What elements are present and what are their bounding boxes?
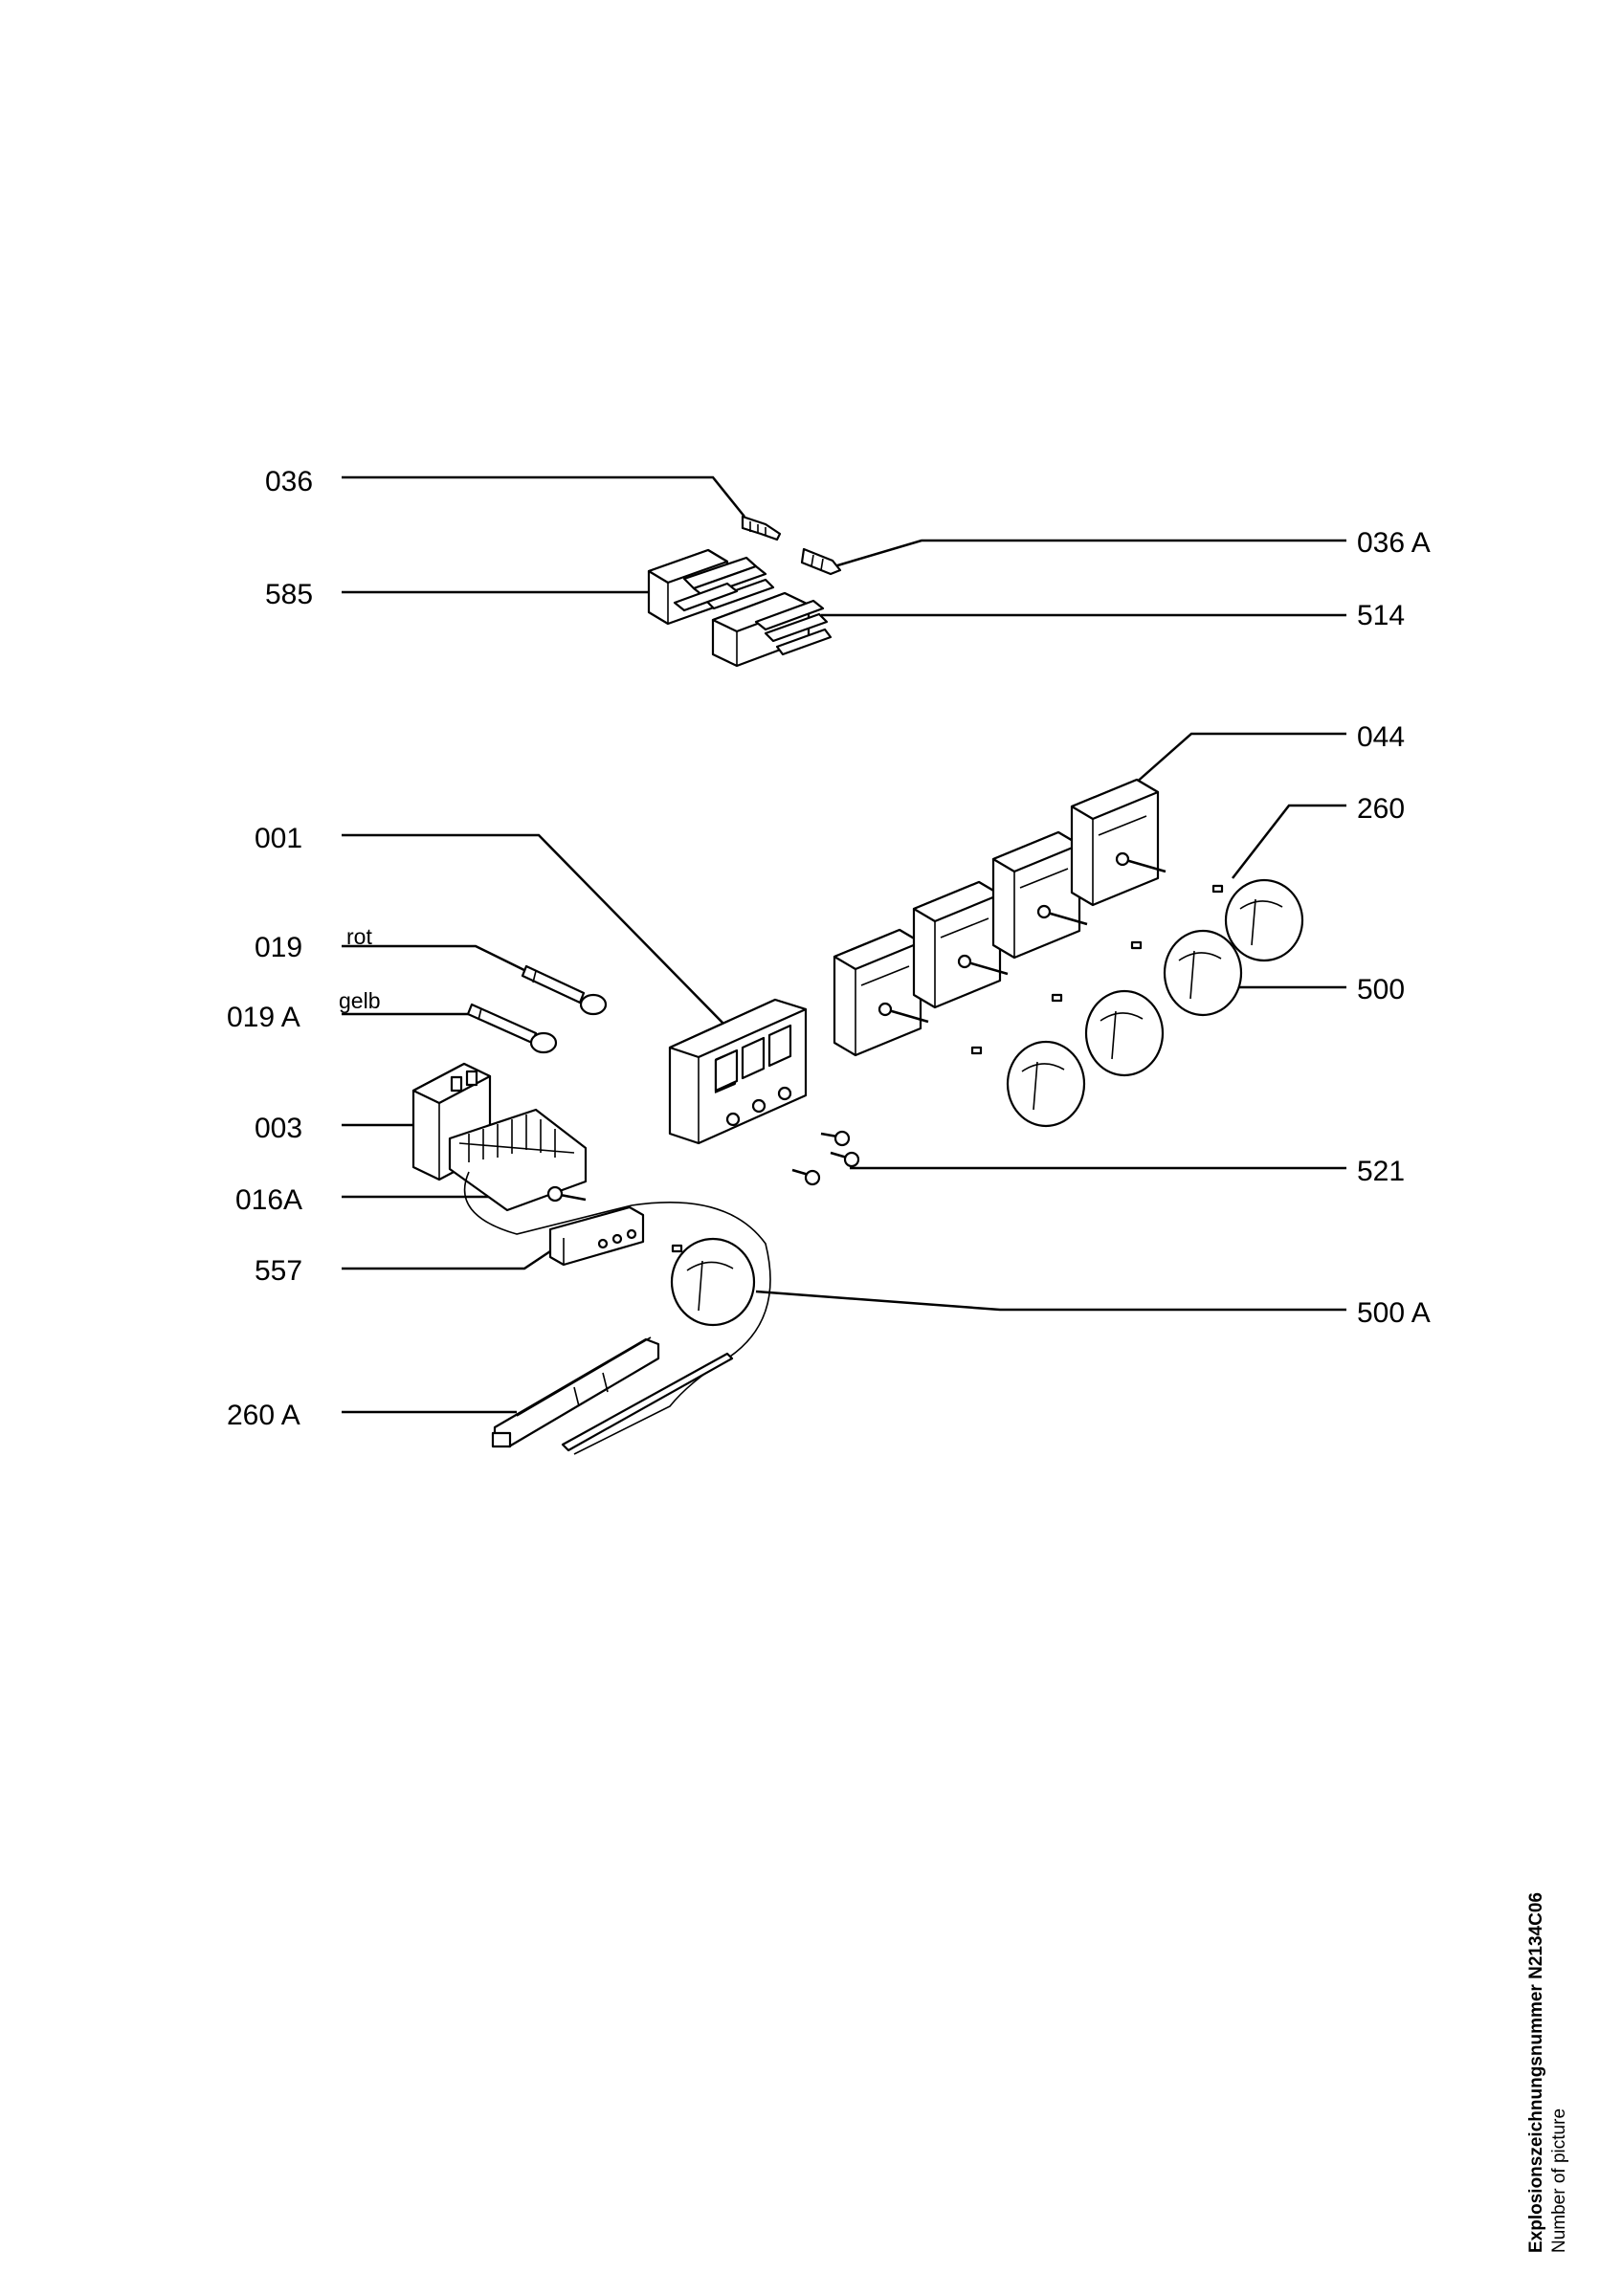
leader-557: [342, 1249, 551, 1270]
leader-500a: [755, 1290, 1346, 1312]
leader-036: [342, 475, 745, 518]
callout-003: 003: [255, 1113, 302, 1144]
regulator-1: [833, 928, 929, 1057]
regulator-3: [991, 830, 1088, 960]
callout-019a: 019 A: [227, 1002, 300, 1033]
part-036-terminal: [741, 515, 782, 541]
callout-557: 557: [255, 1255, 302, 1287]
caption-subtitle: Number of picture: [1549, 2108, 1569, 2253]
callout-labels: 036 036 A 585 514 044 260 001 019 rot 01…: [227, 466, 1431, 1431]
callout-514: 514: [1357, 600, 1405, 631]
part-514-connector: [711, 591, 833, 668]
callout-521: 521: [1357, 1156, 1405, 1187]
part-036a-terminal: [800, 547, 842, 576]
part-500a-knob: [670, 1237, 756, 1327]
callout-019: 019: [255, 932, 302, 963]
callout-019-note: rot: [346, 924, 372, 949]
knob-4: [1224, 878, 1304, 962]
leader-036a: [833, 539, 1346, 568]
callout-001: 001: [255, 823, 302, 854]
callout-036a: 036 A: [1357, 527, 1431, 559]
part-019-lamp-red: [521, 964, 608, 1016]
display-digits: [714, 1024, 792, 1093]
part-585-connector: [647, 548, 775, 626]
part-260-clips: [671, 884, 1224, 1253]
caption-title: Explosionszeichnungsnummer N2134C06: [1526, 1892, 1546, 2253]
callout-260: 260: [1357, 793, 1405, 825]
part-016a-switch: [448, 1108, 588, 1212]
callout-036: 036: [265, 466, 313, 497]
leader-260: [1232, 804, 1346, 879]
callout-016a: 016A: [235, 1184, 302, 1216]
callout-500: 500: [1357, 974, 1405, 1005]
leader-001: [342, 833, 726, 1027]
part-001-display: [668, 998, 808, 1145]
part-019a-lamp-yellow: [466, 1003, 558, 1054]
callout-044: 044: [1357, 721, 1405, 753]
leader-044: [1133, 732, 1346, 785]
knob-3: [1163, 929, 1243, 1017]
knob-1: [1006, 1040, 1086, 1128]
leader-lines: [342, 475, 1346, 1414]
leader-019: [342, 944, 537, 978]
part-557-bracket: [548, 1205, 645, 1267]
callout-500a: 500 A: [1357, 1297, 1431, 1329]
callout-585: 585: [265, 579, 313, 610]
knob-2: [1084, 989, 1165, 1077]
part-260a-rail: [491, 1336, 734, 1452]
callout-019a-note: gelb: [339, 988, 380, 1013]
regulator-4: [1070, 778, 1167, 907]
callout-260a: 260 A: [227, 1400, 300, 1431]
part-500-knobs: [1006, 878, 1304, 1128]
part-044-regulators: [833, 778, 1167, 1057]
part-521-screws: [791, 1130, 860, 1186]
caption: Explosionszeichnungsnummer N2134C06 Numb…: [1526, 1892, 1569, 2253]
